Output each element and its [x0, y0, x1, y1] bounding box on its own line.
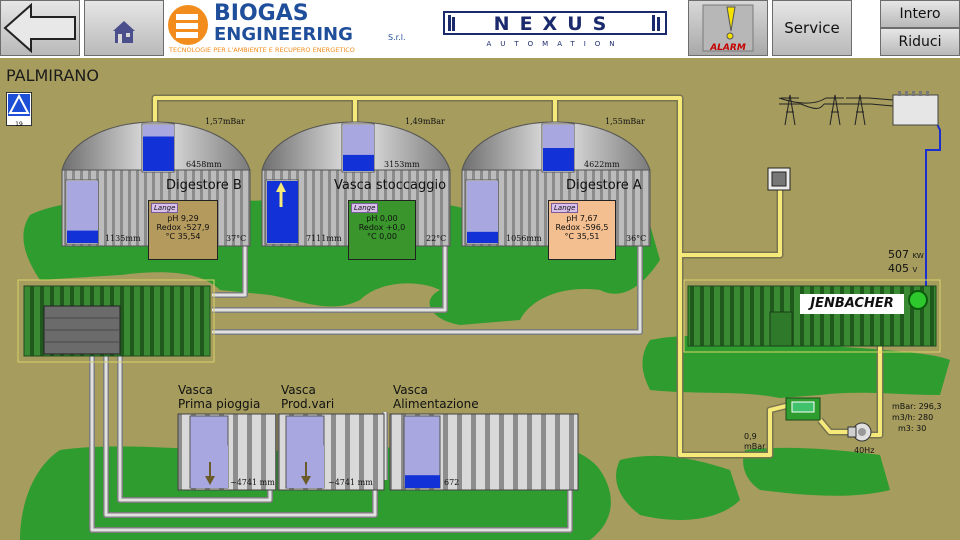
fill-up-arrow-icon: [276, 182, 286, 207]
intero-button[interactable]: Intero: [880, 0, 960, 28]
stoccaggio-gas-level: 3153mm: [384, 160, 420, 169]
digester-a-sensor-panel[interactable]: Lange pH 7,67 Redox -596,5 °C 35,51: [548, 200, 616, 260]
digester-b-redox: Redox -527,9: [156, 223, 210, 232]
digester-b-title[interactable]: Digestore B: [166, 178, 242, 193]
flow-mbar: mBar: 296,3: [892, 402, 942, 411]
site-title: PALMIRANO: [6, 66, 99, 85]
riduci-button[interactable]: Riduci: [880, 28, 960, 56]
flow-rate: m3/h: 280: [892, 413, 934, 422]
vasca-alimentazione-title-line2: Alimentazione: [393, 397, 479, 411]
engine-status-led: [908, 290, 928, 310]
gas-valve-icon: [767, 167, 791, 191]
digester-a-temp-reading: °C 35,51: [564, 232, 600, 241]
fill-down-arrow-icon: [205, 462, 311, 485]
digester-b-temperature: 37°C: [226, 234, 247, 243]
stoccaggio-temp-reading: °C 0,00: [367, 232, 397, 241]
digester-level-fills: [67, 136, 574, 243]
pretreatment-container: [17, 279, 215, 363]
digester-a-gas-level: 4622mm: [584, 160, 620, 169]
digester-b-sensor-brand: Lange: [151, 203, 179, 213]
vasca-3-fill: [405, 475, 440, 488]
digester-3-liquid-fill: [467, 231, 498, 243]
engine-voltage-value: 405: [888, 262, 909, 275]
stoccaggio-liquid-level: 7111mm: [306, 234, 342, 243]
stoccaggio-sensor-brand: Lange: [351, 203, 379, 213]
nexus-automation-logo: NEXUS AUTOMATION: [430, 0, 685, 56]
digester-b-sensor-panel[interactable]: Lange pH 9,29 Redox -527,9 °C 35,54: [148, 200, 218, 260]
vasca-alimentazione-title[interactable]: Vasca Alimentazione: [393, 383, 479, 411]
vasca-prod-vari-title-line2: Prod.vari: [281, 397, 335, 411]
flow-volume: m3: 30: [898, 424, 927, 433]
transformer-icon: [892, 91, 939, 126]
digester-a-title[interactable]: Digestore A: [566, 178, 642, 193]
vasca-alimentazione-level: 672: [444, 478, 460, 487]
digester-b-gas-level: 6458mm: [186, 160, 222, 169]
brand1-line2: ENGINEERING: [214, 24, 353, 45]
digester-1-liquid-fill: [67, 230, 98, 243]
digester-2-gas-fill: [343, 154, 374, 171]
gas-line-pressure-unit: mBar: [744, 442, 766, 451]
digester-b-ph: pH 9,29: [167, 214, 199, 223]
site-badge[interactable]: 19: [6, 92, 32, 128]
vasca-prod-vari-level: ~4741 mm: [328, 478, 373, 487]
power-tower-icon: [778, 94, 894, 126]
alarm-icon: ALARM: [702, 4, 754, 53]
stoccaggio-temperature: 22°C: [426, 234, 447, 243]
vasca-prod-vari-title-line1: Vasca: [281, 383, 316, 397]
stoccaggio-title[interactable]: Vasca stoccaggio: [334, 178, 447, 193]
alarm-label: ALARM: [709, 43, 746, 53]
vasca-prima-pioggia-title-line2: Prima pioggia: [178, 397, 261, 411]
brand1-line1: BIOGAS: [214, 1, 309, 26]
stoccaggio-redox: Redox +0,0: [358, 223, 406, 232]
stoccaggio-sensor-panel[interactable]: Lange pH 0,00 Redox +0,0 °C 0,00: [348, 200, 416, 260]
digester-a-sensor-brand: Lange: [551, 203, 579, 213]
intero-label: Intero: [899, 6, 941, 22]
back-arrow-icon: [3, 2, 76, 54]
engine-voltage-readout: 405 V: [888, 262, 917, 275]
engine-voltage-unit: V: [912, 266, 918, 274]
site-badge-number: 19: [15, 121, 23, 128]
engine-power-unit: KW: [912, 252, 924, 260]
engine-power-value: 507: [888, 248, 909, 261]
digester-a-liquid-level: 1056mm: [506, 234, 542, 243]
digester-3-gas-fill: [543, 148, 574, 171]
back-button[interactable]: [0, 0, 80, 56]
vasca-prima-pioggia-title-line1: Vasca: [178, 383, 213, 397]
home-button[interactable]: [84, 0, 164, 56]
engine-name[interactable]: JENBACHER: [810, 296, 894, 311]
digester-a-temperature: 36°C: [626, 234, 647, 243]
home-icon: [113, 21, 135, 43]
digester-b-pressure: 1,57mBar: [205, 117, 245, 126]
digester-a-redox: Redox -596,5: [555, 223, 609, 232]
vasca-prima-pioggia-level: ~4741 mm: [230, 478, 275, 487]
brand1-tagline: TECNOLOGIE PER L'AMBIENTE E RECUPERO ENE…: [168, 46, 355, 54]
blower-frequency: 40Hz: [854, 446, 875, 455]
riduci-label: Riduci: [898, 34, 942, 50]
digester-a-ph: pH 7,67: [566, 214, 598, 223]
brand2-name: NEXUS: [494, 13, 617, 35]
engine-power-readout: 507 KW: [888, 248, 924, 261]
power-line: [918, 109, 941, 301]
digester-b-liquid-level: 1135mm: [105, 234, 141, 243]
warning-sign-icon: [8, 93, 30, 116]
digester-b-temp-reading: °C 35,54: [165, 232, 201, 241]
biogas-engineering-logo: BIOGAS ENGINEERING S.r.l. TECNOLOGIE PER…: [166, 0, 424, 56]
vasca-alimentazione-title-line1: Vasca: [393, 383, 428, 397]
vasca-prod-vari-title[interactable]: Vasca Prod.vari: [281, 383, 334, 411]
gas-analyzer-icon: [785, 397, 821, 421]
brand2-sub: AUTOMATION: [486, 40, 623, 48]
vasca-prima-pioggia-title[interactable]: Vasca Prima pioggia: [178, 383, 260, 411]
brand1-suffix: S.r.l.: [388, 33, 405, 42]
blower-icon: [847, 422, 872, 442]
stoccaggio-ph: pH 0,00: [366, 214, 398, 223]
jenbacher-container: [683, 279, 941, 353]
gas-line-pressure: 0,9: [744, 432, 757, 441]
digester-a-pressure: 1,55mBar: [605, 117, 645, 126]
alarm-button[interactable]: ALARM: [688, 0, 768, 56]
service-button[interactable]: Service: [772, 0, 852, 56]
stoccaggio-pressure: 1,49mBar: [405, 117, 445, 126]
digester-1-gas-fill: [143, 136, 174, 171]
service-label: Service: [784, 19, 840, 37]
